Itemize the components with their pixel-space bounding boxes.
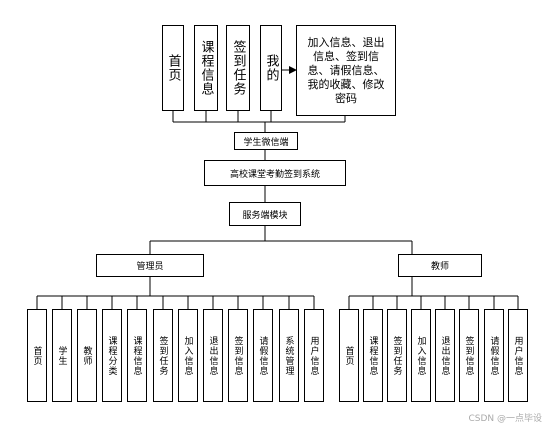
admin-leaf-10: 请假信息 — [253, 309, 273, 402]
teacher-leaf-5: 退出信息 — [435, 309, 455, 402]
node-signin-task-top: 签到任务 — [226, 25, 250, 111]
node-student-wechat: 学生微信端 — [234, 132, 298, 150]
teacher-leaf-8: 用户信息 — [508, 309, 528, 402]
teacher-leaf-7: 请假信息 — [484, 309, 504, 402]
teacher-leaf-6: 签到信息 — [459, 309, 479, 402]
teacher-leaf-1: 首页 — [339, 309, 359, 402]
admin-leaf-4: 课程分类 — [102, 309, 122, 402]
admin-leaf-5: 课程信息 — [127, 309, 147, 402]
admin-leaf-12: 用户信息 — [304, 309, 324, 402]
teacher-leaf-2: 课程信息 — [363, 309, 383, 402]
node-mine-detail: 加入信息、退出信息、签到信息、请假信息、我的收藏、修改密码 — [296, 25, 396, 116]
admin-leaf-6: 签到任务 — [153, 309, 173, 402]
admin-leaf-11: 系统管理 — [279, 309, 299, 402]
node-course-info-top: 课程信息 — [194, 25, 218, 111]
admin-leaf-8: 退出信息 — [203, 309, 223, 402]
node-system: 高校课堂考勤签到系统 — [204, 160, 346, 186]
teacher-leaf-3: 签到任务 — [387, 309, 407, 402]
admin-leaf-3: 教师 — [77, 309, 97, 402]
node-server-module: 服务端模块 — [229, 202, 301, 226]
admin-leaf-2: 学生 — [52, 309, 72, 402]
teacher-leaf-4: 加入信息 — [411, 309, 431, 402]
admin-leaf-7: 加入信息 — [178, 309, 198, 402]
node-teacher: 教师 — [398, 254, 482, 277]
admin-leaf-9: 签到信息 — [228, 309, 248, 402]
watermark: CSDN @一点毕设 — [468, 414, 542, 424]
node-home-top: 首页 — [162, 25, 184, 111]
node-mine-top: 我的 — [260, 25, 282, 111]
node-admin: 管理员 — [96, 254, 204, 277]
admin-leaf-1: 首页 — [27, 309, 47, 402]
